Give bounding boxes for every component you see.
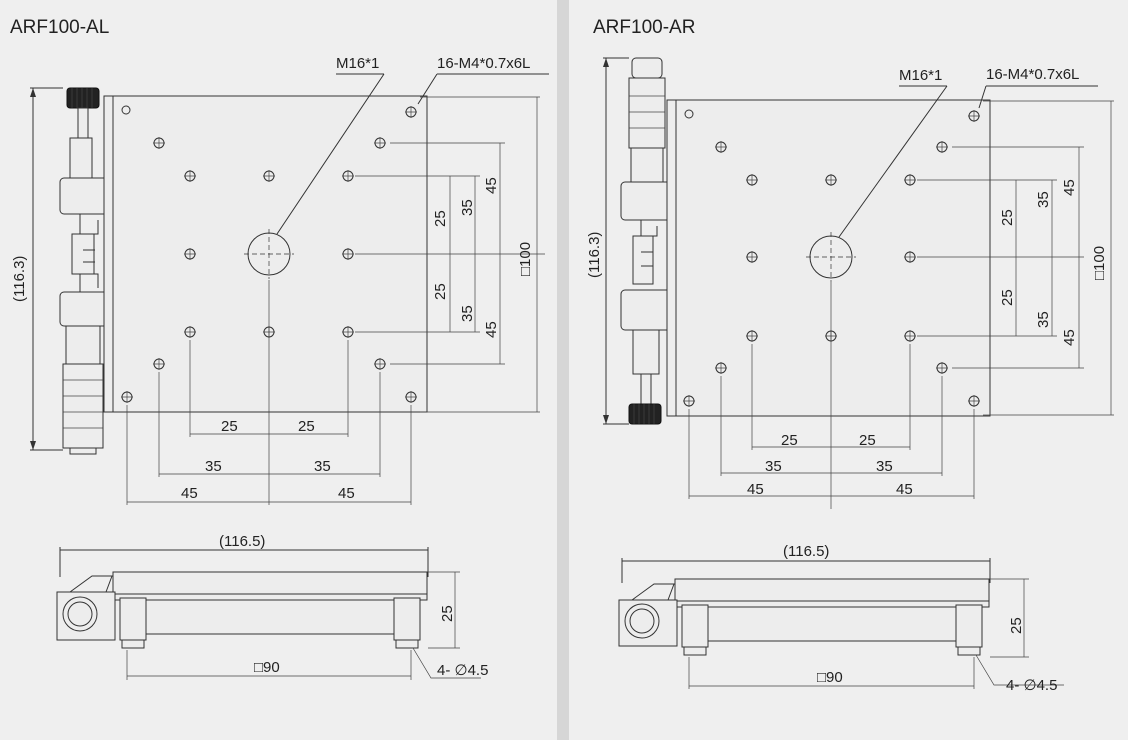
dim-height: 25 [439, 605, 456, 622]
mounting-hole [374, 137, 386, 149]
dim-base: □90 [254, 659, 280, 676]
mounting-hole [715, 362, 727, 374]
mounting-hole [184, 326, 196, 338]
dim-v-45-bottom: 45 [1061, 329, 1078, 346]
model-title: ARF100-AL [10, 17, 109, 38]
dim-h-35-right: 35 [314, 458, 331, 475]
mounting-hole [153, 137, 165, 149]
height-dimension [30, 87, 63, 451]
mounting-hole [904, 330, 916, 342]
vertical-dimensions [355, 96, 545, 413]
dim-v-25-top: 25 [432, 210, 449, 227]
dim-v-35-top: 35 [459, 199, 476, 216]
stage-plate [675, 99, 991, 417]
callout-holes: 16-M4*0.7x6L [986, 66, 1079, 83]
drawing-right: ARF100-AR [586, 17, 1114, 694]
reference-mark [684, 109, 694, 119]
mounting-hole [746, 174, 758, 186]
mounting-hole [936, 362, 948, 374]
dim-h-35-left: 35 [765, 458, 782, 475]
dim-v-35-top: 35 [1035, 191, 1052, 208]
mounting-hole [374, 358, 386, 370]
callout-holes-leader [417, 73, 549, 105]
horizontal-dimensions [126, 280, 412, 505]
dim-v-45-bottom: 45 [483, 321, 500, 338]
mounting-hole [746, 251, 758, 263]
dim-v-35-bottom: 35 [1035, 311, 1052, 328]
mounting-hole [184, 248, 196, 260]
mounting-hole [683, 395, 695, 407]
mounting-hole [405, 391, 417, 403]
micrometer-head [59, 87, 114, 455]
horizontal-dimensions [688, 282, 975, 509]
dim-h-25-left: 25 [781, 432, 798, 449]
mounting-hole [342, 326, 354, 338]
mounting-hole [936, 141, 948, 153]
mounting-hole [968, 395, 980, 407]
mounting-hole [153, 358, 165, 370]
dim-v-25-top: 25 [999, 209, 1016, 226]
mounting-hole [342, 170, 354, 182]
dim-width: (116.5) [783, 543, 829, 560]
callout-center-thread: M16*1 [336, 55, 379, 72]
drawing-panel-left: ARF100-AL [0, 0, 557, 740]
dim-total-height: (116.3) [11, 256, 28, 302]
callout-holes: 16-M4*0.7x6L [437, 55, 530, 72]
dim-base: □90 [817, 669, 843, 686]
dim-width: (116.5) [219, 533, 265, 550]
dim-h-35-right: 35 [876, 458, 893, 475]
mounting-hole [904, 251, 916, 263]
dim-h-25-left: 25 [221, 418, 238, 435]
mounting-hole [342, 248, 354, 260]
micrometer-head [620, 57, 677, 425]
dim-v-25-bottom: 25 [432, 283, 449, 300]
dim-square: □100 [1091, 246, 1108, 280]
dim-v-45-top: 45 [1061, 179, 1078, 196]
dim-h-25-right: 25 [859, 432, 876, 449]
dim-v-35-bottom: 35 [459, 305, 476, 322]
dim-h-45-left: 45 [181, 485, 198, 502]
callout-center-leader [838, 85, 948, 238]
mounting-hole [825, 174, 837, 186]
mounting-hole [121, 391, 133, 403]
dim-h-25-right: 25 [298, 418, 315, 435]
dim-h-35-left: 35 [205, 458, 222, 475]
dim-bolt: 4- ∅4.5 [1006, 677, 1057, 694]
height-dimension [603, 57, 629, 425]
vertical-dimensions [917, 100, 1114, 416]
dim-v-45-top: 45 [483, 177, 500, 194]
mounting-hole [715, 141, 727, 153]
mounting-holes [121, 106, 417, 403]
mounting-hole [405, 106, 417, 118]
dim-total-height: (116.3) [586, 232, 603, 278]
callout-holes-leader [978, 85, 1098, 109]
reference-mark [121, 105, 131, 115]
callout-center-thread: M16*1 [899, 67, 942, 84]
mounting-hole [904, 174, 916, 186]
dim-bolt: 4- ∅4.5 [437, 662, 488, 679]
dim-square: □100 [517, 242, 534, 276]
mounting-hole [968, 110, 980, 122]
callout-center-leader [276, 73, 385, 235]
mounting-hole [746, 330, 758, 342]
model-title: ARF100-AR [593, 17, 695, 38]
mounting-hole [263, 170, 275, 182]
drawing-left: ARF100-AL [10, 17, 549, 680]
mounting-hole [184, 170, 196, 182]
dim-h-45-right: 45 [338, 485, 355, 502]
dim-height: 25 [1008, 617, 1025, 634]
drawing-panel-right: ARF100-AR [569, 0, 1128, 740]
dim-h-45-right: 45 [896, 481, 913, 498]
side-view [618, 558, 1064, 689]
dim-h-45-left: 45 [747, 481, 764, 498]
side-view [56, 547, 481, 680]
dim-v-25-bottom: 25 [999, 289, 1016, 306]
